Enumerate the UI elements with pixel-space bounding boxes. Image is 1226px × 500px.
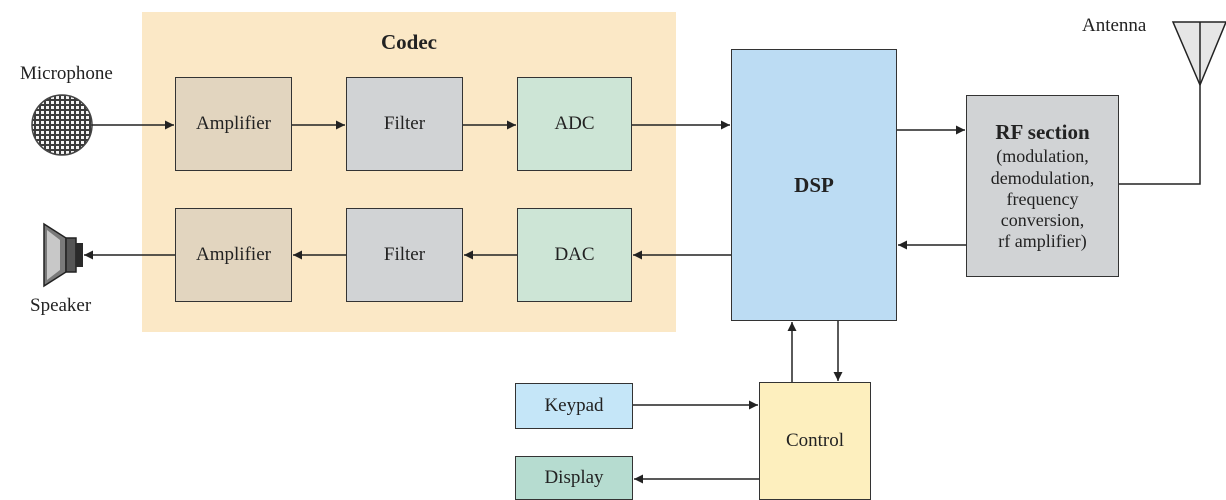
amplifier-in-block: Amplifier [175,77,292,171]
rf-line-2: demodulation, [990,167,1095,188]
amplifier-out-label: Amplifier [196,243,271,265]
adc-label: ADC [554,112,595,134]
filter-out-label: Filter [383,243,426,265]
dac-label: DAC [554,243,595,265]
antenna-icon [1171,21,1226,87]
rf-line-5: rf amplifier) [998,231,1087,252]
control-label: Control [785,429,845,451]
speaker-icon [43,222,83,288]
rf-line-4: conversion, [1000,210,1085,230]
control-block: Control [759,382,871,500]
amplifier-in-label: Amplifier [196,112,271,134]
rf-section-block: RF section (modulation, demodulation, fr… [966,95,1119,277]
keypad-label: Keypad [544,394,604,416]
rf-section-title: RF section [995,119,1090,144]
speaker-label: Speaker [30,295,92,316]
rf-line-3: frequency [1006,188,1079,209]
display-label: Display [544,466,604,488]
antenna-label: Antenna [1082,15,1147,36]
filter-in-label: Filter [383,112,426,134]
filter-out-block: Filter [346,208,463,302]
codec-title: Codec [381,30,437,54]
dac-block: DAC [517,208,632,302]
filter-in-block: Filter [346,77,463,171]
dsp-label: DSP [794,172,834,197]
microphone-label: Microphone [20,63,113,84]
rf-to-antenna-line [1119,85,1201,185]
keypad-block: Keypad [515,383,633,429]
microphone-icon [31,94,93,156]
display-block: Display [515,456,633,500]
rf-line-1: (modulation, [996,146,1089,167]
dsp-block: DSP [731,49,897,321]
amplifier-out-block: Amplifier [175,208,292,302]
adc-block: ADC [517,77,632,171]
